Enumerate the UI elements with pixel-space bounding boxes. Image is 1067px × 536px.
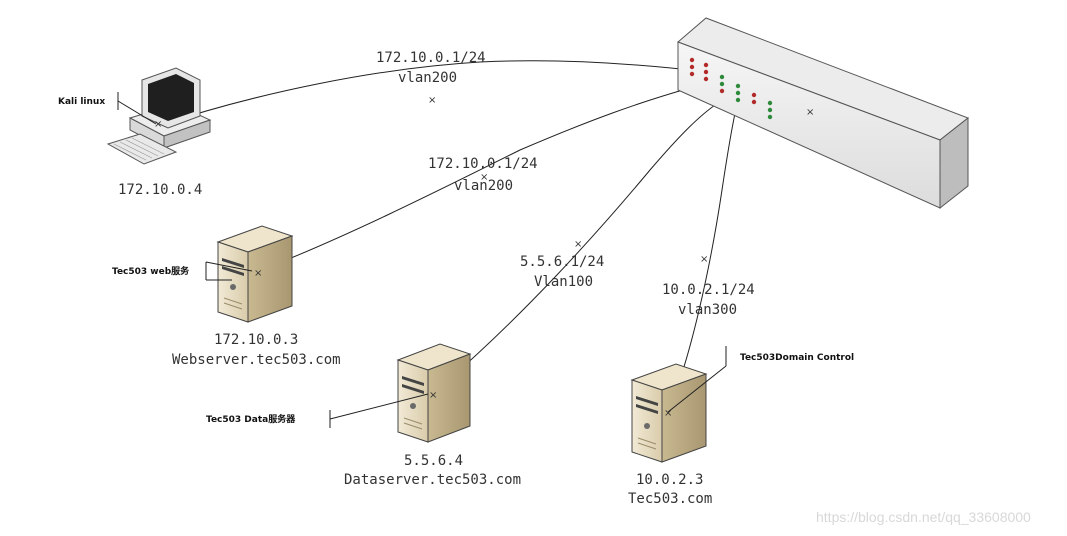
domain-link-gateway-label: 10.0.2.1/24 [662,282,755,298]
pc-keyboard-keys [113,137,165,161]
web-to-switch-link [255,87,691,273]
pc-kali-linux[interactable] [106,67,212,165]
pc-callout-label: Kali linux [58,97,105,107]
x-marker: × [664,408,672,419]
switch-device[interactable] [677,17,970,210]
pc-monitor-screen [148,74,194,121]
data-server-tower[interactable] [396,343,472,443]
domain-server-hostname-label: Tec503.com [628,491,712,507]
x-marker: × [429,390,437,401]
data-server-callout-label: Tec503 Data服务器 [206,413,296,425]
web-tower-side [247,235,293,323]
data-server-hostname-label: Dataserver.tec503.com [344,472,521,488]
domain-server-ip-label: 10.0.2.3 [636,472,703,488]
data-tower-drive-bays [402,376,424,430]
x-marker: × [806,107,814,118]
data-tower-side [427,353,471,443]
data-link-vlan-label: Vlan100 [534,274,593,290]
x-marker: × [480,172,488,183]
web-server-callout-label: Tec503 web服务 [112,265,190,277]
web-tower-drive-bays [222,258,244,310]
pc-to-switch-link [157,60,709,127]
data-server-ip-label: 5.5.6.4 [404,453,463,469]
domain-tower-front [631,379,663,463]
x-marker: × [254,268,262,279]
domain-link-vlan-label: vlan300 [678,302,737,318]
x-marker: × [700,254,708,265]
web-link-vlan-label: vlan200 [454,178,513,194]
domain-tower-drive-bays [636,396,658,450]
pc-link-gateway-label: 172.10.0.1/24 [376,50,486,66]
switch-side-face [939,116,969,210]
x-marker: × [574,239,582,250]
web-tower-front [217,241,249,323]
pc-keyboard [106,133,178,165]
switch-port-leds [689,57,773,120]
pc-base-side [163,119,211,149]
web-server-ip-label: 172.10.0.3 [214,332,298,348]
watermark-text: https://blog.csdn.net/qq_33608000 [816,509,1031,525]
pc-ip-label: 172.10.0.4 [118,182,202,198]
connection-markers: × × × × × × × × × [154,95,814,419]
web-server-hostname-label: Webserver.tec503.com [172,352,341,368]
domain-tower-side [661,373,707,463]
pc-link-vlan-label: vlan200 [398,70,457,86]
data-to-switch-link [431,102,719,395]
x-marker: × [428,95,436,106]
data-link-gateway-label: 5.5.6.1/24 [520,254,604,270]
domain-server-callout-label: Tec503Domain Control [740,353,854,363]
web-server-tower[interactable] [216,225,294,323]
domain-control-tower[interactable] [630,363,708,463]
callout-leaders [117,92,727,428]
x-marker: × [154,119,162,130]
web-link-gateway-label: 172.10.0.1/24 [428,156,538,172]
